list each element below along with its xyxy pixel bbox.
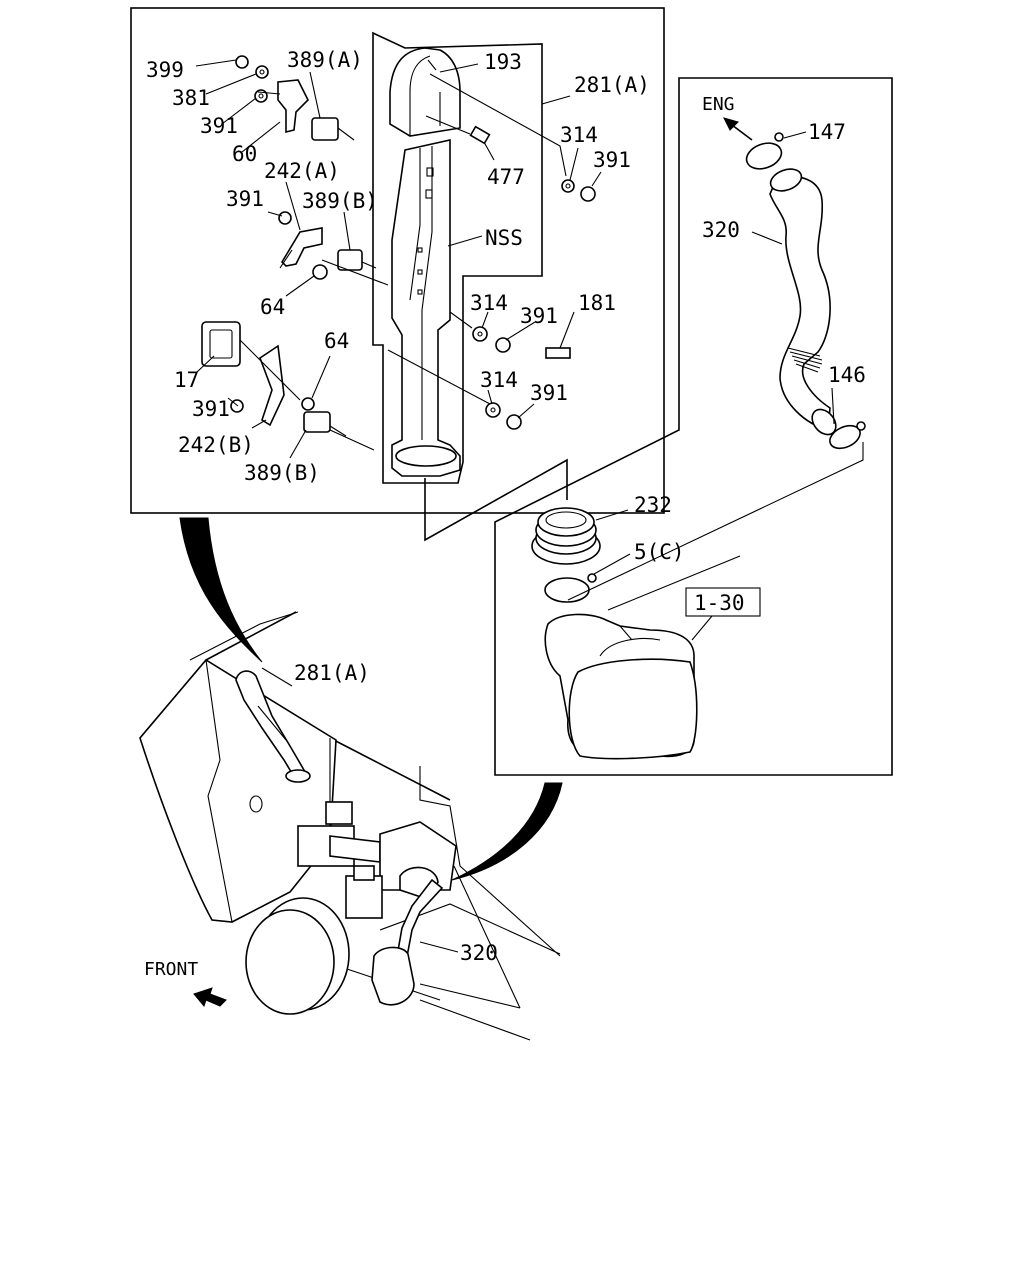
label-232: 232 bbox=[634, 493, 672, 517]
hose-on-truck bbox=[371, 878, 444, 1006]
label-314-mid: 314 bbox=[470, 291, 508, 315]
right-leader-lines bbox=[567, 131, 864, 641]
label-281a-top: 281(A) bbox=[574, 73, 650, 97]
label-5c: 5(C) bbox=[634, 540, 685, 564]
rubber-mount-389b-upper bbox=[337, 249, 377, 271]
hose-clamp-147 bbox=[745, 132, 784, 170]
eng-arrow bbox=[723, 117, 753, 141]
label-193: 193 bbox=[484, 50, 522, 74]
label-391-lower-right: 391 bbox=[530, 381, 568, 405]
label-391-mid-right: 391 bbox=[520, 304, 558, 328]
bracket-242a bbox=[280, 227, 323, 267]
label-391-mid: 391 bbox=[226, 187, 264, 211]
label-147: 147 bbox=[808, 120, 846, 144]
label-320-bottom: 320 bbox=[460, 941, 498, 965]
snorkel-body-nss bbox=[391, 139, 461, 477]
leader-lines bbox=[195, 59, 602, 459]
label-146: 146 bbox=[828, 363, 866, 387]
label-389b-upper: 389(B) bbox=[302, 189, 378, 213]
label-242a: 242(A) bbox=[264, 159, 340, 183]
hose-320 bbox=[769, 168, 837, 436]
snorkel-sub-frame bbox=[372, 31, 543, 484]
label-64-upper: 64 bbox=[260, 295, 285, 319]
snorkel-head-193 bbox=[389, 47, 461, 137]
label-nss: NSS bbox=[485, 226, 523, 250]
label-381: 381 bbox=[172, 86, 210, 110]
wheel bbox=[245, 897, 350, 1015]
label-391-upper-right: 391 bbox=[593, 148, 631, 172]
label-181: 181 bbox=[578, 291, 616, 315]
bracket-242b bbox=[259, 344, 285, 427]
front-arrow-icon bbox=[193, 987, 227, 1008]
bellows-232 bbox=[531, 507, 601, 565]
callout-labels: 399 381 391 60 389(A) 193 281(A) 314 391… bbox=[144, 48, 866, 980]
label-60: 60 bbox=[232, 142, 257, 166]
label-64-lower: 64 bbox=[324, 329, 349, 353]
gasket-17 bbox=[201, 321, 241, 367]
label-314-lower: 314 bbox=[480, 368, 518, 392]
top-left-detail-frame bbox=[130, 7, 665, 514]
hardware-parts bbox=[230, 55, 596, 430]
label-17: 17 bbox=[174, 368, 199, 392]
air-cleaner-1-30 bbox=[544, 613, 698, 760]
label-391-lower-left: 391 bbox=[192, 397, 230, 421]
pointer-arrow-top bbox=[179, 517, 263, 663]
frame-link-line bbox=[424, 458, 568, 542]
label-391: 391 bbox=[200, 114, 238, 138]
label-389a: 389(A) bbox=[287, 48, 363, 72]
label-281a-bottom: 281(A) bbox=[294, 661, 370, 685]
label-front: FRONT bbox=[144, 959, 198, 980]
bracket-60 bbox=[277, 79, 309, 134]
label-1-30: 1-30 bbox=[694, 591, 745, 615]
assembly-lines bbox=[239, 73, 567, 451]
label-eng: ENG bbox=[702, 94, 735, 115]
rubber-mount-389a bbox=[311, 117, 355, 141]
hose-clamp-146 bbox=[829, 421, 866, 450]
clamp-5c bbox=[544, 573, 597, 603]
label-399: 399 bbox=[146, 58, 184, 82]
right-detail-frame bbox=[494, 77, 893, 776]
label-314-upper: 314 bbox=[560, 123, 598, 147]
rubber-mount-389b-lower bbox=[303, 411, 347, 437]
label-389b-lower: 389(B) bbox=[244, 461, 320, 485]
label-242b: 242(B) bbox=[178, 433, 254, 457]
label-1-30-box bbox=[685, 587, 761, 617]
pointer-arrow-bottom bbox=[451, 782, 563, 881]
label-320-right: 320 bbox=[702, 218, 740, 242]
air-cleaner-on-truck bbox=[297, 801, 457, 919]
snorkel-on-truck bbox=[235, 670, 311, 783]
label-477: 477 bbox=[487, 165, 525, 189]
truck-overview bbox=[139, 611, 561, 1041]
